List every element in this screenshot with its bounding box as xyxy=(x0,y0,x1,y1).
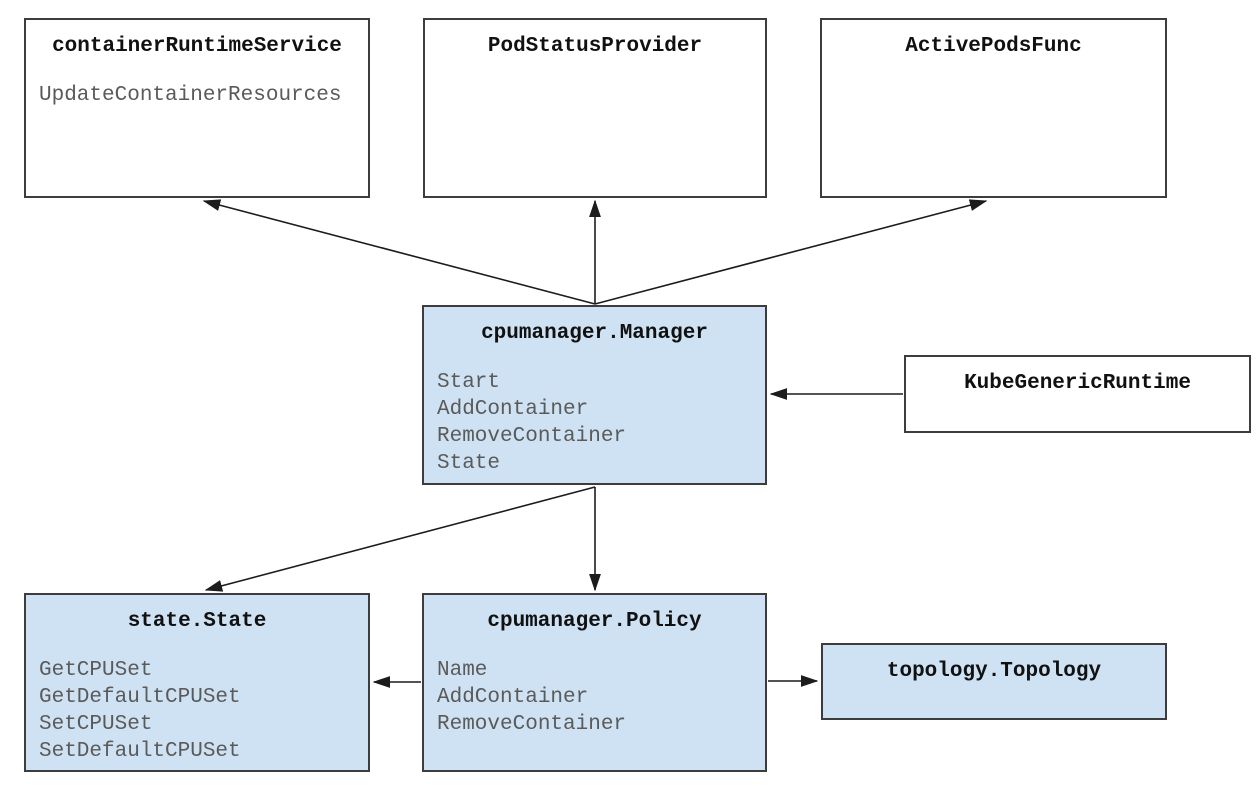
box-pod-status-provider: PodStatusProvider xyxy=(423,18,767,198)
method-item: AddContainer xyxy=(437,398,589,421)
box-container-runtime-service: containerRuntimeService UpdateContainerR… xyxy=(24,18,370,198)
method-item: Name xyxy=(437,659,488,682)
box-state-state: state.State GetCPUSet GetDefaultCPUSet S… xyxy=(24,593,370,772)
box-title: PodStatusProvider xyxy=(487,35,703,58)
method-item: GetCPUSet xyxy=(39,659,153,682)
box-title: topology.Topology xyxy=(886,660,1102,683)
method-list: UpdateContainerResources xyxy=(39,82,355,109)
method-item: GetDefaultCPUSet xyxy=(39,686,241,709)
box-kube-generic-runtime: KubeGenericRuntime xyxy=(904,355,1251,433)
method-item: RemoveContainer xyxy=(437,425,627,448)
box-title: ActivePodsFunc xyxy=(905,35,1082,58)
method-item: AddContainer xyxy=(437,686,589,709)
box-title: cpumanager.Policy xyxy=(487,610,702,633)
method-item: SetDefaultCPUSet xyxy=(39,740,241,763)
box-title: cpumanager.Manager xyxy=(481,322,708,345)
box-title: KubeGenericRuntime xyxy=(964,372,1191,395)
arrow-manager-to-active-pods-func xyxy=(594,199,988,305)
method-item: State xyxy=(437,452,501,475)
arrow-manager-to-container-runtime-service xyxy=(202,199,596,305)
method-item: Start xyxy=(437,371,501,394)
method-list: Start AddContainer RemoveContainer State xyxy=(437,369,752,477)
method-item: RemoveContainer xyxy=(437,713,627,736)
box-topology-topology: topology.Topology xyxy=(821,643,1167,720)
box-title: state.State xyxy=(127,610,267,633)
box-cpumanager-policy: cpumanager.Policy Name AddContainer Remo… xyxy=(422,593,767,772)
method-item: SetCPUSet xyxy=(39,713,153,736)
method-item: UpdateContainerResources xyxy=(39,84,342,107)
box-active-pods-func: ActivePodsFunc xyxy=(820,18,1167,198)
method-list: GetCPUSet GetDefaultCPUSet SetCPUSet Set… xyxy=(39,657,355,765)
method-list: Name AddContainer RemoveContainer xyxy=(437,657,752,738)
arrow-manager-to-state xyxy=(204,486,596,592)
box-title: containerRuntimeService xyxy=(52,35,342,58)
box-cpumanager-manager: cpumanager.Manager Start AddContainer Re… xyxy=(422,305,767,485)
